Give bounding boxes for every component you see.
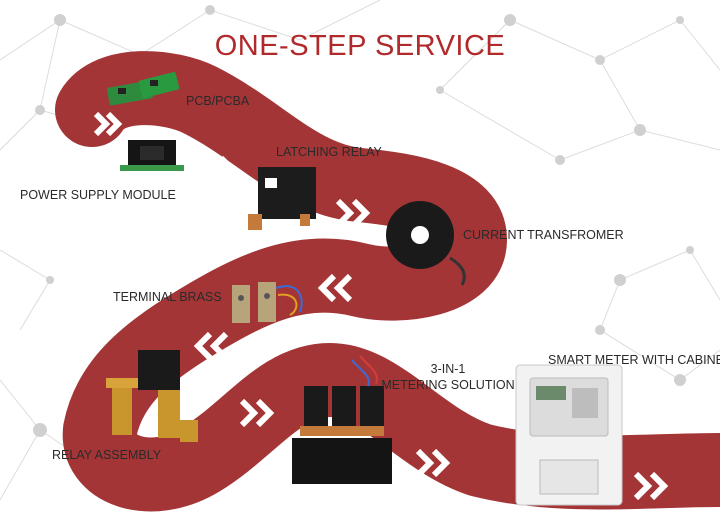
network-nodes xyxy=(33,5,694,506)
metering-solution-icon xyxy=(292,355,392,484)
chevron-right-icon xyxy=(335,198,371,228)
chevron-left-icon xyxy=(193,331,229,361)
chevron-right-icon xyxy=(633,471,669,501)
chevron-right-icon xyxy=(239,398,275,428)
label-smart-meter-cabinet: SMART METER WITH CABINET xyxy=(548,353,720,367)
pcb-board-icon xyxy=(107,72,180,106)
page-title: ONE-STEP SERVICE xyxy=(214,30,506,62)
label-metering-solution: 3-IN-1 METERING SOLUTION xyxy=(378,362,518,392)
label-latching-relay: LATCHING RELAY xyxy=(276,145,382,159)
label-metering-solution-line-1: 3-IN-1 xyxy=(430,362,466,376)
road-chevrons xyxy=(93,111,669,501)
label-metering-solution-line-2: METERING SOLUTION xyxy=(381,378,515,392)
chevron-right-icon xyxy=(93,111,123,137)
current-transformer-icon xyxy=(386,201,466,286)
label-pcb-pcba: PCB/PCBA xyxy=(186,94,250,108)
label-current-transformer: CURRENT TRANSFROMER xyxy=(463,228,624,242)
service-road xyxy=(55,51,720,512)
latching-relay-icon xyxy=(248,167,316,230)
label-power-supply-module: POWER SUPPLY MODULE xyxy=(20,188,176,202)
terminal-brass-icon xyxy=(232,282,303,323)
smart-meter-cabinet-icon xyxy=(515,364,623,506)
chevron-right-icon xyxy=(202,155,238,185)
power-supply-module-icon xyxy=(120,140,184,171)
chevron-right-icon xyxy=(415,448,451,478)
chevron-left-icon xyxy=(317,273,353,303)
label-terminal-brass: TERMINAL BRASS xyxy=(113,290,222,304)
label-relay-assembly: RELAY ASSEMBLY xyxy=(52,448,162,462)
relay-assembly-icon xyxy=(106,350,198,442)
